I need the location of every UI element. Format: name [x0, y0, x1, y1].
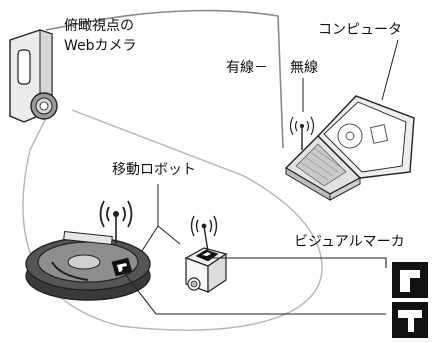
laptop-icon: [284, 95, 415, 201]
mobile-robots-label: 移動ロボット: [112, 162, 196, 178]
wireless-label: 無線: [290, 60, 318, 76]
camera-field-of-view: [22, 109, 323, 331]
webcam-icon: [9, 29, 58, 123]
visual-markers-label: ビジュアルマーカ: [294, 234, 405, 250]
wired-cable: [45, 9, 284, 149]
computer-leader: [381, 39, 399, 101]
laptop-antenna-icon: [289, 116, 315, 150]
visual-marker-2-icon: [392, 302, 428, 338]
robot-vacuum-marker-icon: [111, 257, 133, 277]
camera-label-line1: 俯瞰視点の: [64, 18, 134, 34]
robot-vacuum-antenna-icon: [99, 200, 133, 228]
cube-robot-antenna-icon: [190, 215, 218, 237]
mobile-robots-leader: [139, 184, 181, 255]
visual-marker-1-icon: [392, 262, 428, 298]
computer-label: コンピュータ: [318, 22, 402, 38]
wired-label: 有線－: [226, 60, 268, 76]
cube-robot-marker-icon: [195, 249, 219, 262]
cube-marker-leader: [208, 257, 387, 268]
camera-label-line2: Webカメラ: [64, 38, 137, 54]
vacuum-marker-leader: [121, 269, 386, 315]
cube-robot-icon: [184, 225, 228, 294]
robot-vacuum-icon: [25, 214, 151, 301]
